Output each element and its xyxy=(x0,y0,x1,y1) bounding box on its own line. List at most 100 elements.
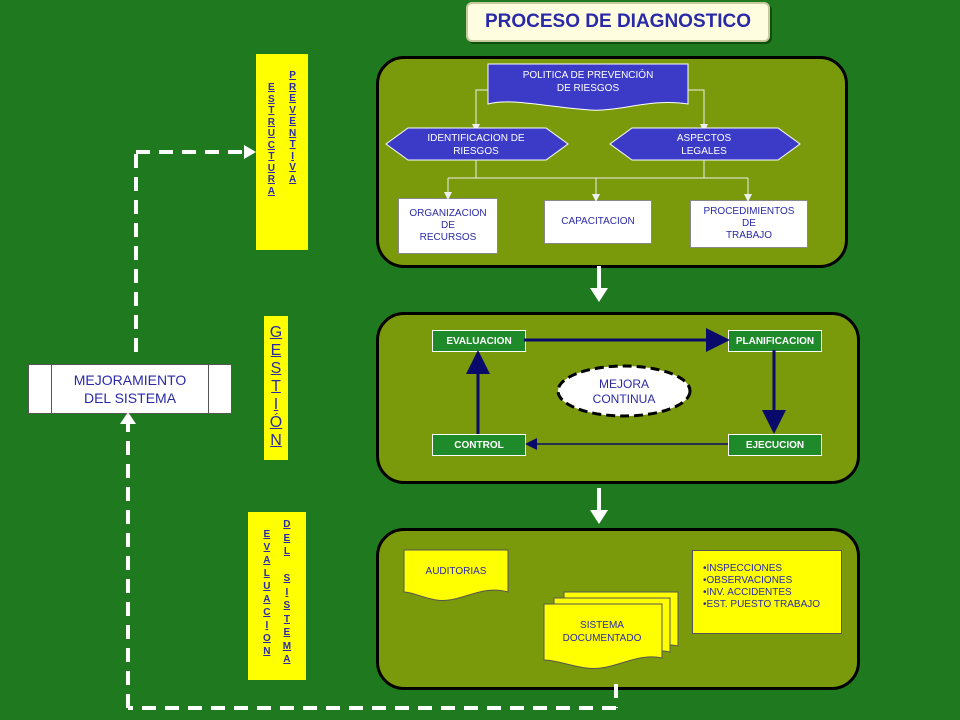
mejora-continua-ellipse xyxy=(556,364,692,418)
box-line: CAPACITACION xyxy=(561,216,635,227)
letter: N xyxy=(263,646,271,657)
page-title: PROCESO DE DIAGNOSTICO xyxy=(466,2,770,42)
mejora-line2: CONTINUA xyxy=(593,392,656,406)
feedback-dashed-loop xyxy=(126,150,618,710)
letter: Ó xyxy=(269,414,283,431)
aspectos-hexagon xyxy=(609,127,801,161)
procedimientos-trabajo-box: PROCEDIMIENTOS DE TRABAJO xyxy=(690,200,808,248)
box-line: RECURSOS xyxy=(419,232,477,243)
identificacion-hexagon xyxy=(385,127,569,161)
aspectos-line2: LEGALES xyxy=(681,146,727,157)
letter: T xyxy=(268,151,275,162)
letter: A xyxy=(263,555,271,566)
letter: A xyxy=(289,173,297,185)
list-item: •OBSERVACIONES xyxy=(703,575,793,586)
mejora-line1: MEJORA xyxy=(599,377,649,391)
mejoramiento-line2: DEL SISTEMA xyxy=(83,390,177,406)
politica-document-shape xyxy=(487,63,689,111)
letter: V xyxy=(263,542,271,553)
connector-politica-aspectos xyxy=(688,89,708,132)
letter: V xyxy=(289,104,296,116)
list-item: •EST. PUESTO TRABAJO xyxy=(703,599,821,610)
letter: E xyxy=(268,82,275,93)
letter: A xyxy=(263,594,271,605)
letter: G xyxy=(269,324,283,341)
politica-line2: DE RIESGOS xyxy=(557,83,620,94)
letter: M xyxy=(282,640,292,652)
letter: R xyxy=(289,81,297,93)
aspectos-line1: ASPECTOS xyxy=(677,133,732,144)
letter: R xyxy=(267,116,275,128)
box-line: DE xyxy=(742,218,756,229)
letter: D xyxy=(283,519,291,530)
politica-line1: POLITICA DE PREVENCIÓN xyxy=(523,68,654,81)
auditorias-label: AUDITORIAS xyxy=(426,566,487,577)
del-sistema-column: D E L S I S T E M A xyxy=(283,518,291,680)
box-line: TRABAJO xyxy=(725,230,773,241)
inspecciones-list-box: •INSPECCIONES •OBSERVACIONES •INV. ACCID… xyxy=(692,550,842,634)
identificacion-line1: IDENTIFICACION DE xyxy=(427,133,525,144)
mejoramiento-left-cell xyxy=(29,365,52,413)
letter: T xyxy=(283,613,290,625)
letter: E xyxy=(289,93,296,104)
down-arrow-1 xyxy=(590,266,608,302)
sistema-line2: DOCUMENTADO xyxy=(563,633,642,644)
letter: E xyxy=(289,116,296,127)
letter: I xyxy=(291,150,294,162)
letter: I xyxy=(273,396,279,413)
letter: T xyxy=(271,378,281,395)
mejoramiento-text: MEJORAMIENTO DEL SISTEMA xyxy=(52,365,208,413)
letter: E xyxy=(283,627,291,638)
estructura-preventiva-label: E S T R U C T U R A P R E V E N T I V A xyxy=(256,54,308,250)
letter: L xyxy=(263,568,270,579)
letter: U xyxy=(263,581,271,592)
gestion-column: G E S T I Ó N xyxy=(270,324,282,460)
down-arrow-2 xyxy=(590,488,608,524)
letter: I xyxy=(265,620,269,631)
letter: E xyxy=(283,532,291,544)
letter: E xyxy=(263,529,271,540)
letter: C xyxy=(267,139,275,151)
letter: S xyxy=(283,600,291,611)
letter: L xyxy=(283,546,290,557)
mejoramiento-right-cell xyxy=(208,365,231,413)
letter: O xyxy=(262,633,271,644)
box-line: ORGANIZACION xyxy=(409,208,487,219)
ejecucion-box: EJECUCION xyxy=(728,434,822,456)
preventiva-column: P R E V E N T I V A xyxy=(289,70,296,250)
letter: N xyxy=(270,432,282,449)
letter: A xyxy=(283,654,291,665)
feedback-arrowhead-up xyxy=(120,412,136,424)
letter: T xyxy=(289,139,296,150)
letter: P xyxy=(289,70,296,81)
feedback-arrowhead-right xyxy=(244,145,256,159)
evaluacion-sistema-label: E V A L U A C I O N D E L S I S T E M A xyxy=(248,512,306,680)
estructura-column: E S T R U C T U R A xyxy=(268,82,275,250)
letter: V xyxy=(289,162,296,173)
identificacion-line2: RIESGOS xyxy=(453,146,499,157)
evaluacion-column: E V A L U A C I O N xyxy=(263,528,271,680)
sistema-documentado-stack xyxy=(543,591,679,670)
letter: S xyxy=(283,573,291,584)
letter: C xyxy=(263,607,271,618)
letter: T xyxy=(268,105,275,116)
letter: R xyxy=(267,174,275,185)
list-item: •INV. ACCIDENTES xyxy=(703,587,792,598)
connector-politica-identificacion xyxy=(472,89,488,132)
organizacion-recursos-box: ORGANIZACION DE RECURSOS xyxy=(398,198,498,254)
list-item: •INSPECCIONES xyxy=(703,563,783,574)
letter: S xyxy=(270,360,282,377)
auditorias-document-shape xyxy=(403,549,509,602)
box-line: PROCEDIMIENTOS xyxy=(703,206,795,217)
letter: A xyxy=(267,185,275,197)
gestion-label: G E S T I Ó N xyxy=(264,316,288,460)
sistema-line1: SISTEMA xyxy=(580,620,624,631)
letter: I xyxy=(285,586,289,598)
mejoramiento-line1: MEJORAMIENTO xyxy=(73,372,187,388)
control-box: CONTROL xyxy=(432,434,526,456)
letter: N xyxy=(289,127,297,139)
mejoramiento-box: MEJORAMIENTO DEL SISTEMA xyxy=(28,364,232,414)
letter: U xyxy=(267,128,275,139)
letter: E xyxy=(270,342,282,359)
